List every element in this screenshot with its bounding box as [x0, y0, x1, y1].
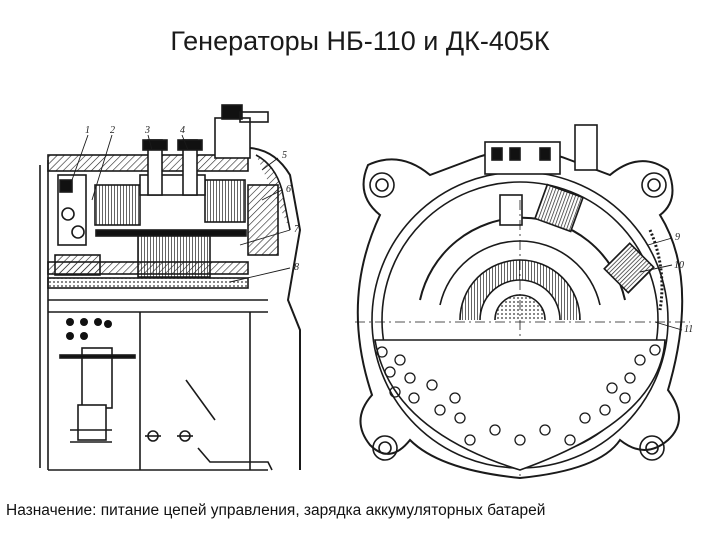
slide-caption: Назначение: питание цепей управления, за…	[6, 502, 546, 519]
callout-9: 9	[675, 232, 680, 243]
callout-11: 11	[684, 324, 693, 335]
left-section-view	[39, 104, 302, 471]
callout-4: 4	[180, 125, 185, 136]
callout-1: 1	[85, 125, 90, 136]
callout-8: 8	[294, 262, 299, 273]
right-end-view	[355, 124, 690, 480]
callout-7: 7	[294, 224, 300, 235]
callout-10: 10	[674, 260, 684, 271]
callout-5: 5	[282, 150, 287, 161]
slide-title: Генераторы НБ-110 и ДК-405К	[170, 26, 550, 56]
callout-6: 6	[286, 184, 291, 195]
callout-2: 2	[110, 125, 115, 136]
callout-3: 3	[144, 125, 150, 136]
